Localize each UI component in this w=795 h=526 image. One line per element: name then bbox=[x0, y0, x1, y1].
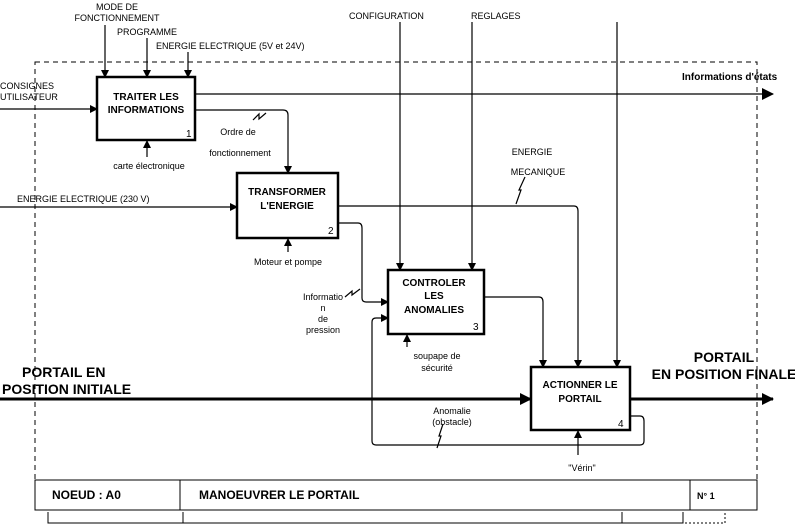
mechanism-2-label: Moteur et pompe bbox=[254, 257, 322, 267]
box-1-number: 1 bbox=[186, 129, 192, 140]
flow-energie-meca-label: ENERGIE bbox=[512, 147, 553, 157]
activity-box-2: TRANSFORMER L'ENERGIE 2 bbox=[235, 171, 340, 240]
mechanism-4-label: "Vérin" bbox=[568, 463, 595, 473]
input-consignes-label-2: UTILISATEUR bbox=[0, 92, 58, 102]
control-programme-label: PROGRAMME bbox=[117, 27, 177, 37]
flow-ordre-label: Ordre de bbox=[220, 127, 256, 137]
context-frame bbox=[34, 61, 758, 481]
control-configuration-label: CONFIGURATION bbox=[349, 11, 424, 21]
box-2-title: TRANSFORMER bbox=[248, 187, 327, 198]
flow-energie-meca-label-2: MECANIQUE bbox=[511, 167, 566, 177]
flow-ordre-label-2: fonctionnement bbox=[209, 148, 271, 158]
control-mode-label: MODE DE bbox=[96, 2, 138, 12]
input-portail-label-2: POSITION INITIALE bbox=[2, 381, 131, 397]
flow-pression-label-4: pression bbox=[306, 325, 340, 335]
flow-anomalie-label: Anomalie bbox=[433, 406, 471, 416]
flow-pression-label-3: de bbox=[318, 314, 328, 324]
control-mode-label-2: FONCTIONNEMENT bbox=[75, 13, 160, 23]
output-portail-label: PORTAIL bbox=[694, 349, 755, 365]
mechanism-3-label-2: sécurité bbox=[421, 363, 453, 373]
mechanism-1-label: carte électronique bbox=[113, 161, 185, 171]
activity-box-3: CONTROLER LES ANOMALIES 3 bbox=[386, 268, 486, 336]
footer-number: N° 1 bbox=[697, 491, 715, 501]
output-portail-label-2: EN POSITION FINALE bbox=[652, 366, 795, 382]
footer-cartouche: NOEUD : A0 MANOEUVRER LE PORTAIL N° 1 bbox=[34, 479, 758, 524]
flow-anomalie-label-2: (obstacle) bbox=[432, 417, 472, 427]
flow-pression-label-2: n bbox=[320, 303, 325, 313]
box-1-title: TRAITER LES bbox=[113, 92, 179, 103]
box-4-title-2: PORTAIL bbox=[558, 394, 601, 405]
activity-box-1: TRAITER LES INFORMATIONS 1 bbox=[95, 75, 197, 142]
input-portail-label: PORTAIL EN bbox=[22, 364, 106, 380]
control-reglages-label: REGLAGES bbox=[471, 11, 521, 21]
mechanism-arrows bbox=[143, 140, 582, 455]
control-arrows bbox=[101, 22, 621, 368]
box-3-number: 3 bbox=[473, 322, 479, 333]
input-consignes-label: CONSIGNES bbox=[0, 81, 54, 91]
activity-box-4: ACTIONNER LE PORTAIL 4 bbox=[529, 365, 632, 432]
mechanism-3-label: soupape de bbox=[413, 351, 460, 361]
footer-title: MANOEUVRER LE PORTAIL bbox=[199, 488, 359, 502]
footer-node: NOEUD : A0 bbox=[52, 488, 121, 502]
output-informations-label: Informations d'états bbox=[682, 72, 778, 83]
box-4-number: 4 bbox=[618, 419, 624, 430]
box-4-title: ACTIONNER LE bbox=[543, 380, 618, 391]
flow-pression-label: Informatio bbox=[303, 292, 343, 302]
box-3-title: CONTROLER bbox=[402, 278, 466, 289]
box-3-title-3: ANOMALIES bbox=[404, 305, 464, 316]
box-2-number: 2 bbox=[328, 226, 334, 237]
box-2-title-2: L'ENERGIE bbox=[260, 201, 314, 212]
input-energie-label: ENERGIE ELECTRIQUE (230 V) bbox=[17, 194, 150, 204]
box-3-title-2: LES bbox=[424, 291, 444, 302]
box-1-title-2: INFORMATIONS bbox=[108, 105, 185, 116]
internal-flows bbox=[195, 109, 645, 449]
control-energie-label: ENERGIE ELECTRIQUE (5V et 24V) bbox=[156, 41, 305, 51]
